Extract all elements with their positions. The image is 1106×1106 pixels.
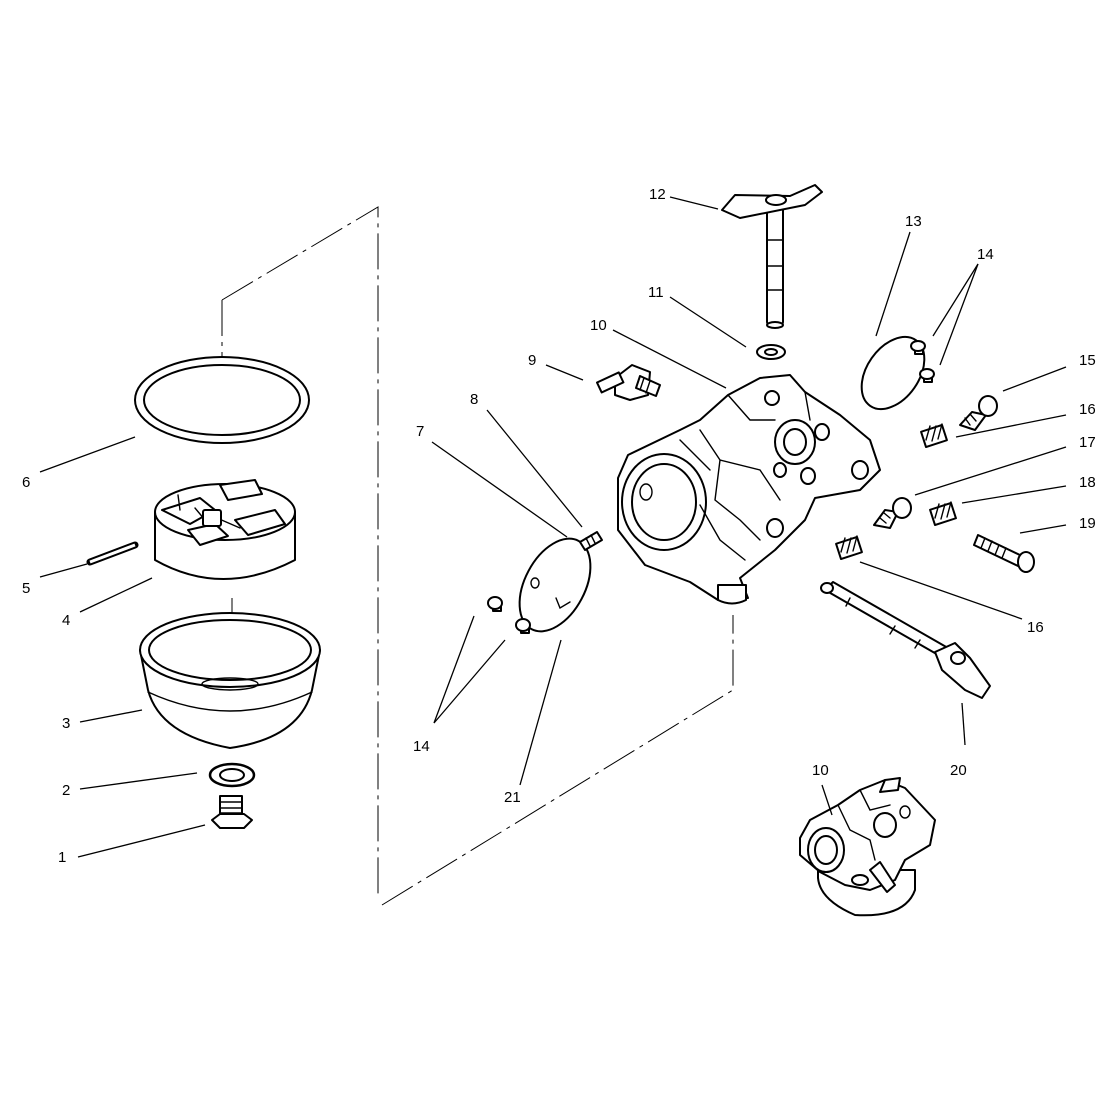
part-18-spring <box>929 501 957 527</box>
callout-4: 4 <box>62 612 70 629</box>
callout-3: 3 <box>62 715 70 732</box>
part-5-float-pin <box>86 541 139 566</box>
part-10-carburetor-body <box>617 374 881 605</box>
callout-leader-lines <box>39 196 1067 858</box>
callout-20: 20 <box>950 762 967 779</box>
part-6-float-bowl-gasket <box>134 356 310 444</box>
callout-9: 9 <box>528 352 536 369</box>
callout-16-lower: 16 <box>1027 619 1044 636</box>
part-12-throttle-shaft-and-lever <box>721 184 823 329</box>
callout-labels: 1 2 3 4 5 6 7 8 9 10 10 11 12 13 14 14 1… <box>22 186 1096 866</box>
callout-7: 7 <box>416 423 424 440</box>
callout-10-inset: 10 <box>812 762 829 779</box>
callout-13: 13 <box>905 213 922 230</box>
part-16-main-screw-spring <box>835 535 863 561</box>
callout-8: 8 <box>470 391 478 408</box>
part-1-bowl-drain-screw <box>211 795 253 829</box>
inset-assembled-carburetor <box>799 777 936 917</box>
callout-2: 2 <box>62 782 70 799</box>
callout-18: 18 <box>1079 474 1096 491</box>
callout-14-upper: 14 <box>977 246 994 263</box>
callout-10-body: 10 <box>590 317 607 334</box>
callout-17: 17 <box>1079 434 1096 451</box>
part-4-float <box>154 479 296 580</box>
part-19-throttle-stop-screw <box>973 534 1035 573</box>
part-17-main-mixture-screw <box>873 497 912 529</box>
part-20-choke-shaft-and-lever <box>820 581 991 699</box>
part-15-idle-mixture-screw <box>959 395 998 431</box>
callout-16-upper: 16 <box>1079 401 1096 418</box>
callout-12: 12 <box>649 186 666 203</box>
callout-1: 1 <box>58 849 66 866</box>
part-14-throttle-plate-screws <box>487 596 531 634</box>
part-2-bowl-washer <box>208 762 256 788</box>
part-14-choke-plate-screws <box>910 340 935 383</box>
callout-19: 19 <box>1079 515 1096 532</box>
callout-21: 21 <box>504 789 521 806</box>
callout-11: 11 <box>648 284 664 301</box>
part-11-shaft-seal <box>756 344 786 360</box>
part-8-small-screw <box>579 531 603 551</box>
part-3-float-bowl <box>139 612 321 749</box>
part-16-idle-screw-spring <box>920 423 948 449</box>
callout-15: 15 <box>1079 352 1096 369</box>
callout-14-lower: 14 <box>413 738 430 755</box>
part-21-throttle-plate <box>518 537 592 633</box>
callout-5: 5 <box>22 580 30 597</box>
callout-6: 6 <box>22 474 30 491</box>
part-9-fuel-inlet-fitting <box>596 364 661 401</box>
